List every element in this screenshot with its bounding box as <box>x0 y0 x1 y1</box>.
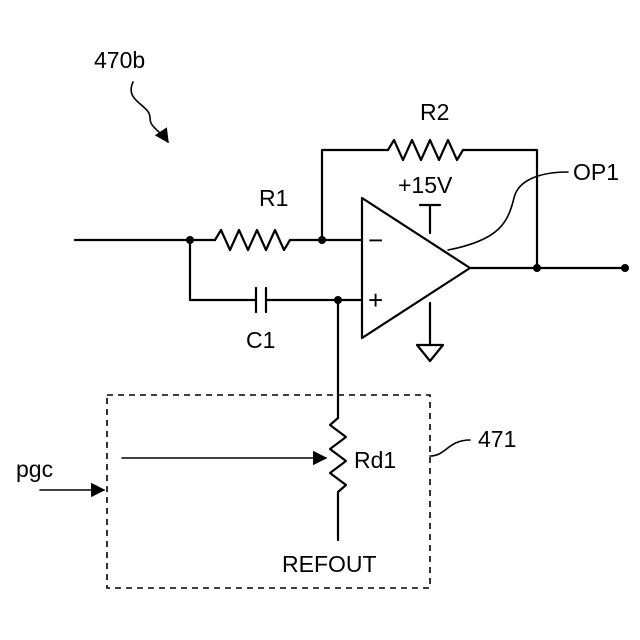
r1-resistor-icon <box>215 230 290 250</box>
op-amp-noninverting-sign: + <box>368 285 383 315</box>
r2-resistor-icon <box>388 140 463 160</box>
refout-label: REFOUT <box>282 551 377 577</box>
c1-capacitor-icon <box>256 288 266 312</box>
pgc-label: pgc <box>16 456 53 482</box>
output-terminal-dot <box>621 264 629 272</box>
rd1-label: Rd1 <box>354 447 396 473</box>
block-471-boundary <box>107 395 430 588</box>
output-junction-dot <box>533 264 541 272</box>
block-ref-leader <box>430 440 470 456</box>
op-amp-leader-line <box>448 172 568 250</box>
op-amp-label: OP1 <box>573 159 619 185</box>
c1-wire-left <box>190 240 256 300</box>
supply-label: +15V <box>398 172 453 198</box>
supply-wire <box>420 205 440 233</box>
block-ref-label: 471 <box>478 426 516 452</box>
c1-label: C1 <box>246 327 275 353</box>
rd1-potentiometer-icon <box>330 418 346 492</box>
figure-ref-arrow-icon <box>131 82 168 142</box>
feedback-wire-right <box>463 150 537 268</box>
op-amp-inverting-sign: − <box>368 225 383 255</box>
op-amp-icon <box>362 198 470 338</box>
r1-label: R1 <box>259 185 288 211</box>
figure-ref-label: 470b <box>94 47 145 73</box>
ground-icon <box>417 345 443 361</box>
r2-label: R2 <box>420 99 449 125</box>
